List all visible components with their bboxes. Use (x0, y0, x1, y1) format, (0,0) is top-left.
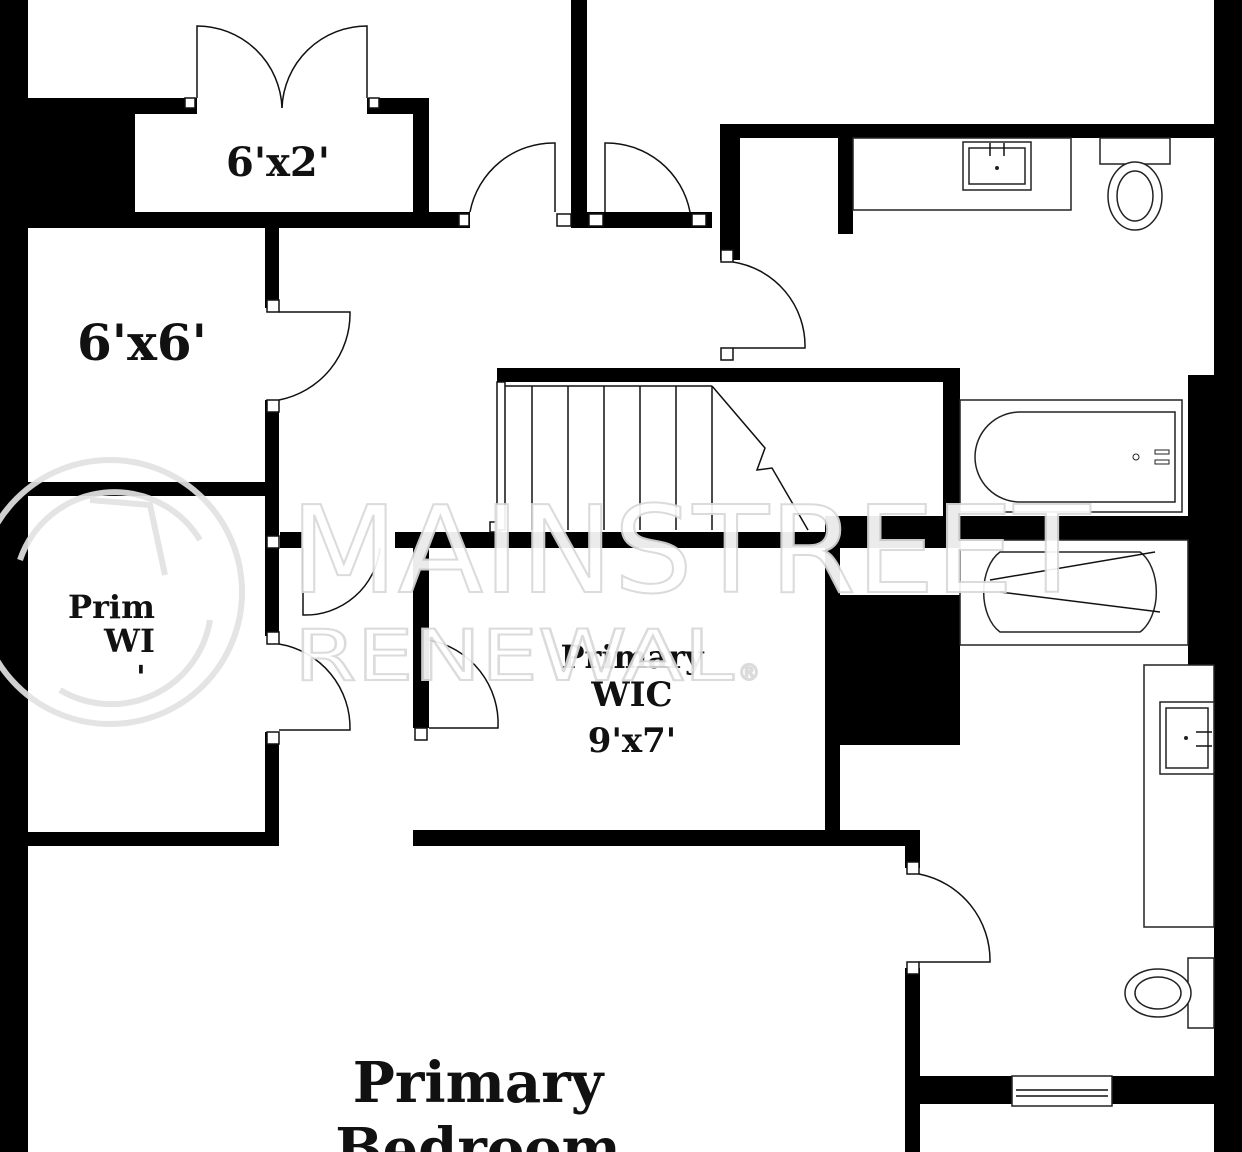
closet-square-label: 6'x6' (77, 313, 207, 372)
primary-wic-line1: Primary (560, 638, 705, 676)
watermark-line2: RENEWAL (294, 615, 734, 697)
primary-bedroom-line2: Bedroom (335, 1116, 621, 1152)
closet-small-label: 6'x2' (226, 139, 330, 186)
room-labels: 6'x2' 6'x6' Prim WI ' Primary WIC 9'x7' … (68, 139, 705, 1152)
watermark: MAINSTREET RENEWAL ® (0, 457, 1092, 727)
staircase (496, 381, 809, 531)
bath-fixtures (852, 137, 1215, 1107)
primary-wic-left-line2: WI (103, 622, 155, 660)
watermark-logo-icon (0, 457, 245, 727)
primary-wic-line3: 9'x7' (588, 721, 676, 761)
primary-bedroom-line1: Primary (353, 1050, 605, 1116)
primary-wic-left-line1: Prim (68, 588, 155, 626)
door-jambs (184, 97, 920, 975)
door-swings (196, 25, 991, 963)
primary-wic-line2: WIC (590, 675, 672, 715)
watermark-line1: MAINSTREET (290, 482, 1091, 621)
primary-wic-left-line3: ' (136, 658, 146, 696)
watermark-registered-mark: ® (738, 661, 760, 686)
